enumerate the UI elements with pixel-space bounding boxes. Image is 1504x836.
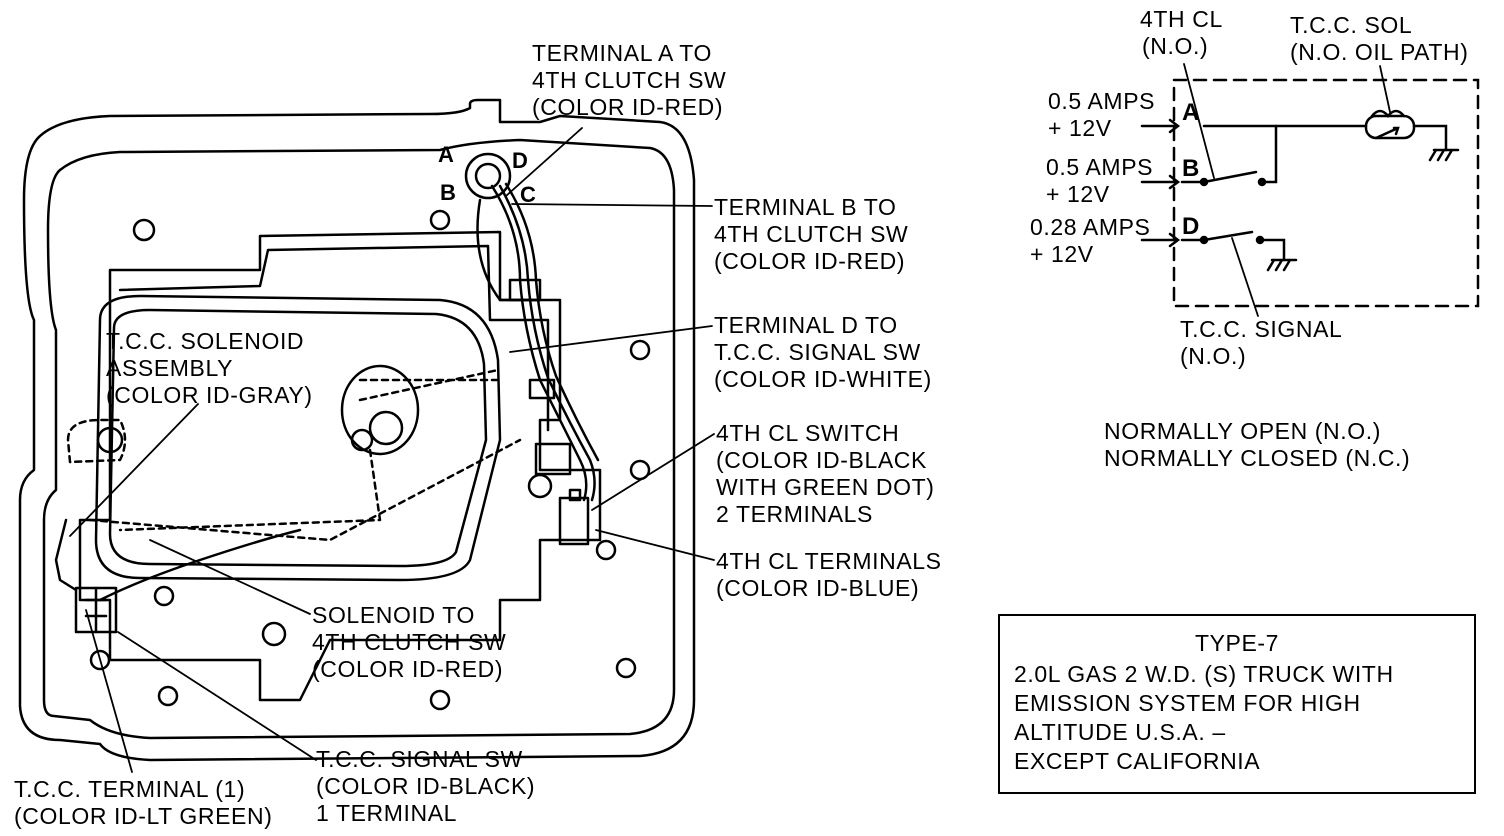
label-tcc-terminal: T.C.C. TERMINAL (1)(COLOR ID-LT GREEN) <box>14 776 273 829</box>
connector-letter-b: B <box>440 180 456 205</box>
schematic-tcc-sol-label: T.C.C. SOL(N.O. OIL PATH) <box>1290 12 1469 65</box>
dashed-route <box>88 368 522 542</box>
signal-switch-blade <box>1202 230 1254 242</box>
schematic-tcc-signal-label: T.C.C. SIGNAL(N.O.) <box>1180 316 1343 369</box>
leader-tcc-terminal <box>85 609 133 773</box>
valve-body-inner <box>118 244 550 432</box>
pan-inner-flange <box>42 138 676 740</box>
input-arrow-a <box>1140 118 1181 134</box>
leader-term-a <box>505 127 583 197</box>
schematic-enclosure <box>1172 78 1480 308</box>
connector-letter-d: D <box>512 148 528 173</box>
label-4th-cl-terminals: 4TH CL TERMINALS(COLOR ID-BLUE) <box>716 548 942 601</box>
leader-term-b <box>511 203 713 207</box>
fourth-cl-switch <box>558 496 590 546</box>
leader-4th-cl <box>1183 63 1215 179</box>
schematic-input-a: 0.5 AMPS+ 12V <box>1048 88 1156 141</box>
connector-letter-c: C <box>520 182 536 207</box>
type-box-title: TYPE-7 <box>1194 630 1280 656</box>
tcc-solenoid-coil <box>1364 114 1416 140</box>
leader-solenoid-to-clutch <box>149 539 311 615</box>
schematic-4th-cl-label: 4TH CL(N.O.) <box>1140 6 1223 59</box>
harness-wires <box>490 182 600 502</box>
leader-tcc-sol <box>1379 65 1391 113</box>
ground-sol <box>1428 148 1460 162</box>
leader-cl-switch <box>591 433 715 511</box>
schematic-pin-d: D <box>1182 213 1200 240</box>
filter-outline-inner <box>108 308 488 568</box>
leader-tcc-signal <box>1231 237 1259 317</box>
leader-signal-sw <box>117 631 317 761</box>
leader-cl-terminals <box>595 529 715 561</box>
schematic-pin-b: B <box>1182 155 1200 182</box>
connector-body <box>464 152 512 200</box>
filter-outline <box>94 294 502 582</box>
leader-term-d <box>509 325 713 353</box>
connector-letter-a: A <box>438 142 454 167</box>
cl-switch-blade <box>1202 170 1258 184</box>
type-box-description: 2.0L GAS 2 W.D. (S) TRUCK WITH EMISSION … <box>1014 661 1394 774</box>
solenoid-pocket <box>340 364 420 456</box>
legend-abbreviations: NORMALLY OPEN (N.O.)NORMALLY CLOSED (N.C… <box>1104 418 1411 471</box>
schematic-input-d: 0.28 AMPS+ 12V <box>1030 214 1151 267</box>
schematic-pin-a: A <box>1182 99 1200 126</box>
vehicle-type-box: TYPE-7 2.0L GAS 2 W.D. (S) TRUCK WITH EM… <box>998 614 1476 794</box>
input-arrow-d <box>1140 232 1181 248</box>
leader-solenoid-assembly <box>69 403 199 537</box>
solenoid-bolt <box>368 410 404 446</box>
input-arrow-b <box>1140 174 1181 190</box>
ground-signal <box>1266 258 1298 272</box>
schematic-input-b: 0.5 AMPS+ 12V <box>1046 154 1154 207</box>
pan-outer-outline <box>18 98 696 762</box>
label-tcc-signal-sw: T.C.C. SIGNAL SW(COLOR ID-BLACK)1 TERMIN… <box>316 746 536 826</box>
